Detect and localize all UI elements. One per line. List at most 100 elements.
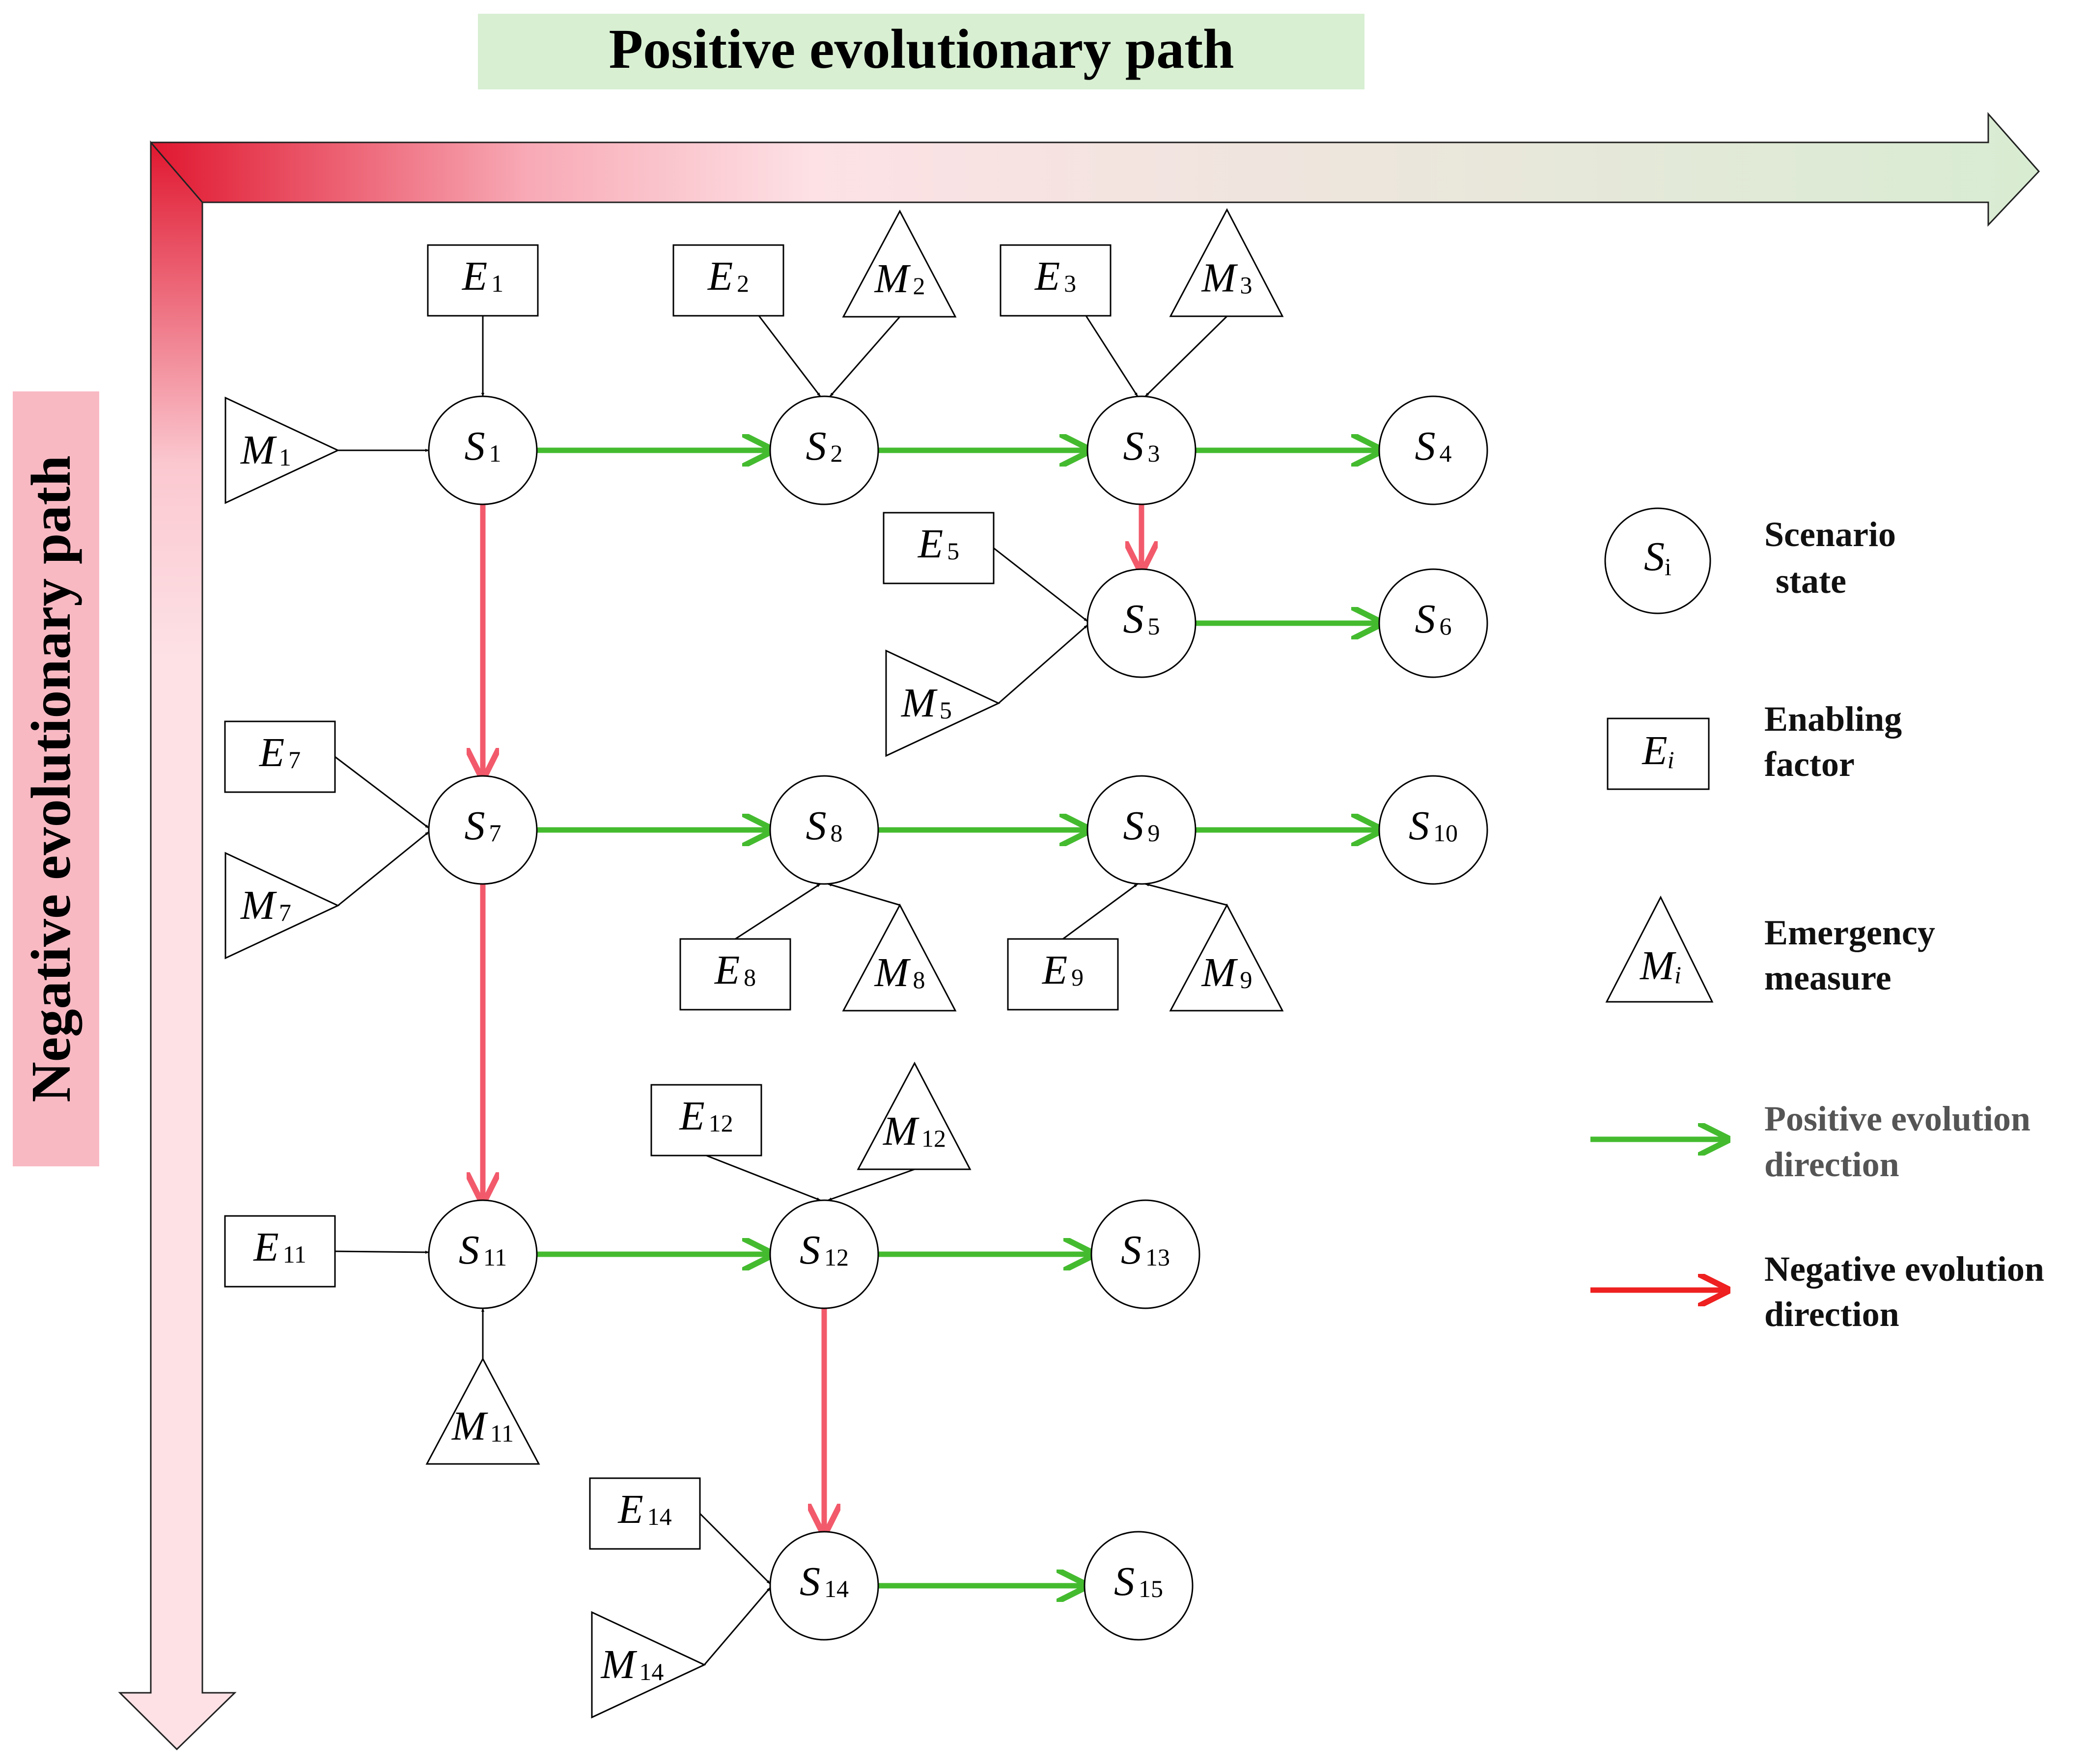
legend-emergency-line1: Emergency — [1764, 913, 1935, 952]
emergency-triangle — [857, 1061, 972, 1170]
connector-m5 — [998, 624, 1088, 704]
connector-m2 — [829, 316, 901, 397]
enabling-rect — [224, 720, 336, 793]
edges — [334, 315, 1377, 1665]
scenario-circle — [1090, 1199, 1200, 1309]
scenario-circle — [769, 395, 879, 505]
axis-arrows — [118, 112, 2040, 1751]
scenario-circle — [769, 775, 879, 885]
legend-enabling-rect — [1607, 717, 1710, 790]
legend-enabling-symbol: Ei — [1642, 728, 1674, 773]
enabling-rect — [427, 244, 539, 317]
enabling-rect — [883, 512, 995, 584]
vertical-axis-arrow — [118, 140, 237, 1751]
legend-positive-line1: Positive evolution — [1764, 1099, 2031, 1138]
enabling-rect — [679, 938, 791, 1011]
horizontal-axis-arrow — [150, 112, 2040, 227]
scenario-circle — [1378, 395, 1488, 505]
scenario-circle — [1086, 395, 1197, 505]
legend-scenario-line1: Scenario — [1764, 515, 1896, 554]
legend-positive-line2: direction — [1764, 1145, 1899, 1184]
connector-m9 — [1145, 883, 1227, 906]
enabling-rect — [1000, 244, 1112, 317]
scenario-circle — [1378, 568, 1488, 678]
legend: Si Scenario state Ei Enabling factor Mi … — [1590, 507, 2044, 1334]
connector-e12 — [706, 1155, 821, 1201]
connector-e7 — [334, 756, 429, 829]
connector-e9 — [1062, 883, 1138, 940]
connector-m7 — [337, 831, 429, 907]
emergency-triangle — [591, 1611, 706, 1719]
legend-enabling-line1: Enabling — [1764, 699, 1902, 739]
negative-banner: Negative evolutionary path — [13, 391, 99, 1166]
emergency-triangle — [842, 903, 957, 1012]
enabling-rect — [224, 1215, 336, 1288]
enabling-rect — [589, 1477, 701, 1550]
scenario-circle — [1086, 568, 1197, 678]
scenario-circle — [1378, 775, 1488, 885]
legend-emergency-line2: measure — [1764, 958, 1892, 997]
legend-negative-line1: Negative evolution — [1764, 1249, 2044, 1289]
positive-banner-title: Positive evolutionary path — [609, 18, 1234, 80]
negative-banner-title: Negative evolutionary path — [20, 455, 82, 1102]
connector-e8 — [735, 883, 821, 940]
legend-emergency-triangle — [1605, 895, 1714, 1003]
emergency-triangle — [224, 852, 340, 960]
connector-e2 — [758, 315, 821, 397]
connector-e5 — [993, 547, 1088, 622]
legend-enabling-line2: factor — [1764, 744, 1855, 784]
emergency-triangle — [224, 396, 340, 504]
connector-m3 — [1144, 315, 1228, 397]
emergency-triangle — [885, 649, 1001, 757]
scenario-circle — [1086, 775, 1197, 885]
scenario-circle — [428, 775, 538, 885]
